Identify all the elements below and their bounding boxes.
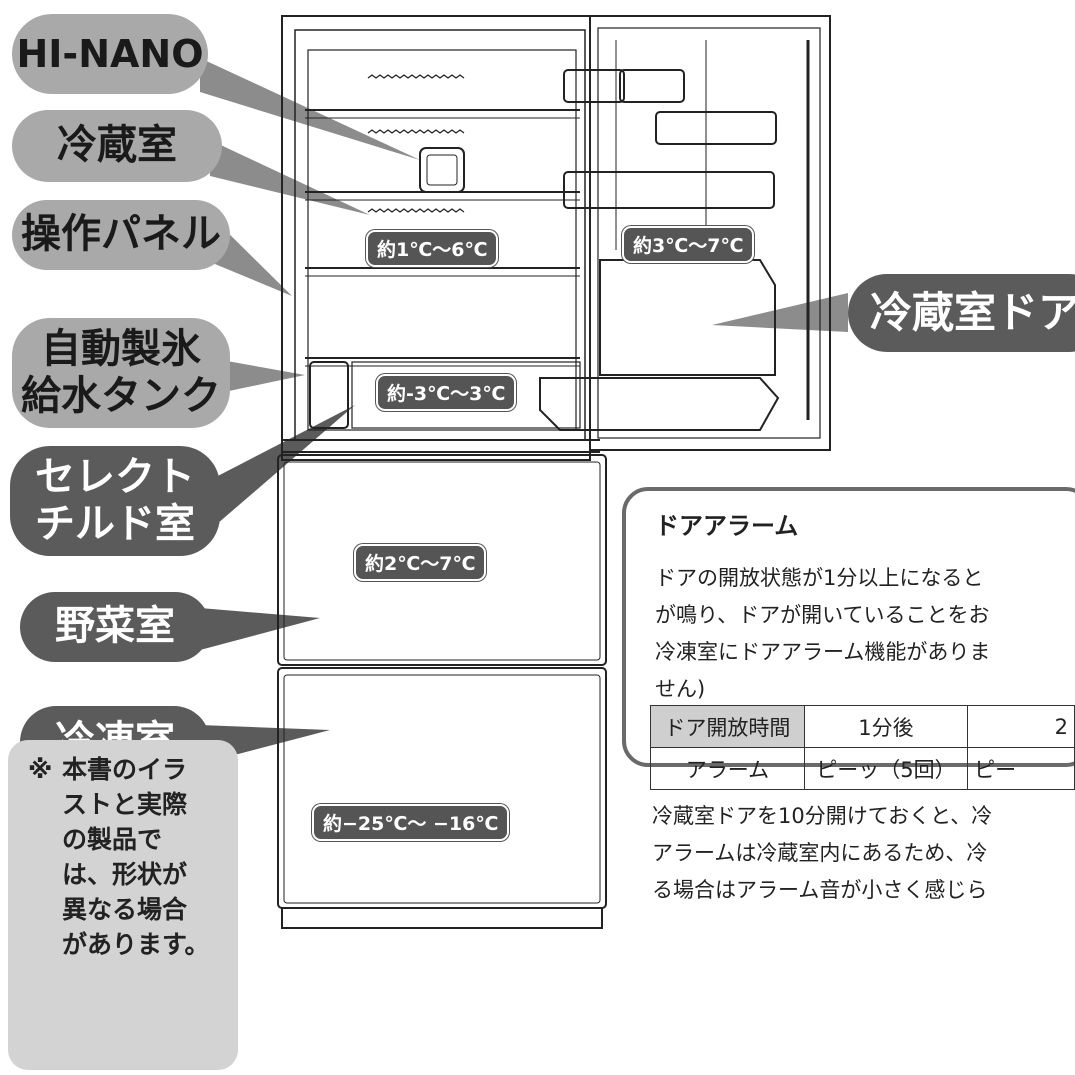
door-alarm-line-3: 冷凍室にドアアラーム機能がありま	[655, 640, 991, 664]
temp-vegetable: 約2℃〜7℃	[354, 544, 487, 581]
door-alarm-line-2: が鳴り、ドアが開いていることをお	[655, 603, 990, 627]
label-ice-tank-line2: 給水タンク	[21, 373, 221, 419]
table-cell-alarm-label: アラーム	[650, 747, 805, 790]
leader-fridge	[210, 140, 370, 215]
door-alarm-table: ドア開放時間 1分後 2 アラーム ピーッ（5回） ピー	[650, 705, 1075, 790]
door-alarm-line-1: ドアの開放状態が1分以上になると	[655, 566, 984, 590]
note-text: 本書のイラストと実際の製品では、形状が異なる場合があります。	[62, 755, 210, 959]
leader-ice-tank	[210, 358, 305, 395]
door-alarm-footer-2: アラームは冷蔵室内にあるため、冷	[652, 841, 988, 865]
label-ice-tank-line1: 自動製氷	[41, 325, 201, 372]
leader-vegetable	[200, 608, 320, 650]
door-alarm-line-4: せん)	[655, 677, 706, 701]
door-alarm-footer-1: 冷蔵室ドアを10分開けておくと、冷	[652, 804, 993, 828]
note-mark: ※	[28, 755, 53, 784]
label-fridge-door: 冷蔵室ドア	[848, 274, 1075, 352]
label-ice-tank: 自動製氷 給水タンク	[12, 318, 230, 428]
label-hi-nano: HI-NANO	[12, 14, 208, 94]
label-fridge: 冷蔵室	[12, 110, 222, 182]
label-vegetable: 野菜室	[20, 592, 210, 662]
door-alarm-title: ドアアラーム	[655, 512, 799, 540]
label-select-chilled-line1: セレクト	[35, 453, 195, 500]
temp-chilled: 約-3℃〜3℃	[376, 374, 517, 411]
table-cell-alarm-1min: ピーッ（5回）	[803, 747, 969, 790]
door-alarm-footer-3: る場合はアラーム音が小さく感じら	[652, 878, 988, 902]
label-control-panel: 操作パネル	[12, 200, 230, 270]
table-cell-open-time-label: ドア開放時間	[650, 705, 805, 748]
leader-select-chilled	[210, 405, 355, 530]
table-cell-alarm-next: ピー	[967, 747, 1075, 790]
table-row: ドア開放時間 1分後 2	[650, 705, 1075, 748]
illustration-note: ※ 本書のイラストと実際の製品では、形状が異なる場合があります。	[8, 740, 238, 1070]
leader-door	[712, 293, 848, 332]
label-select-chilled: セレクト チルド室	[10, 446, 220, 556]
leader-control-panel	[210, 215, 292, 296]
table-row: アラーム ピーッ（5回） ピー	[650, 747, 1075, 790]
temp-freezer: 約−25℃〜 −16℃	[312, 804, 510, 841]
temp-door: 約3℃〜7℃	[622, 226, 755, 263]
temp-fridge: 約1℃〜6℃	[366, 230, 499, 267]
label-select-chilled-line2: チルド室	[35, 501, 195, 547]
